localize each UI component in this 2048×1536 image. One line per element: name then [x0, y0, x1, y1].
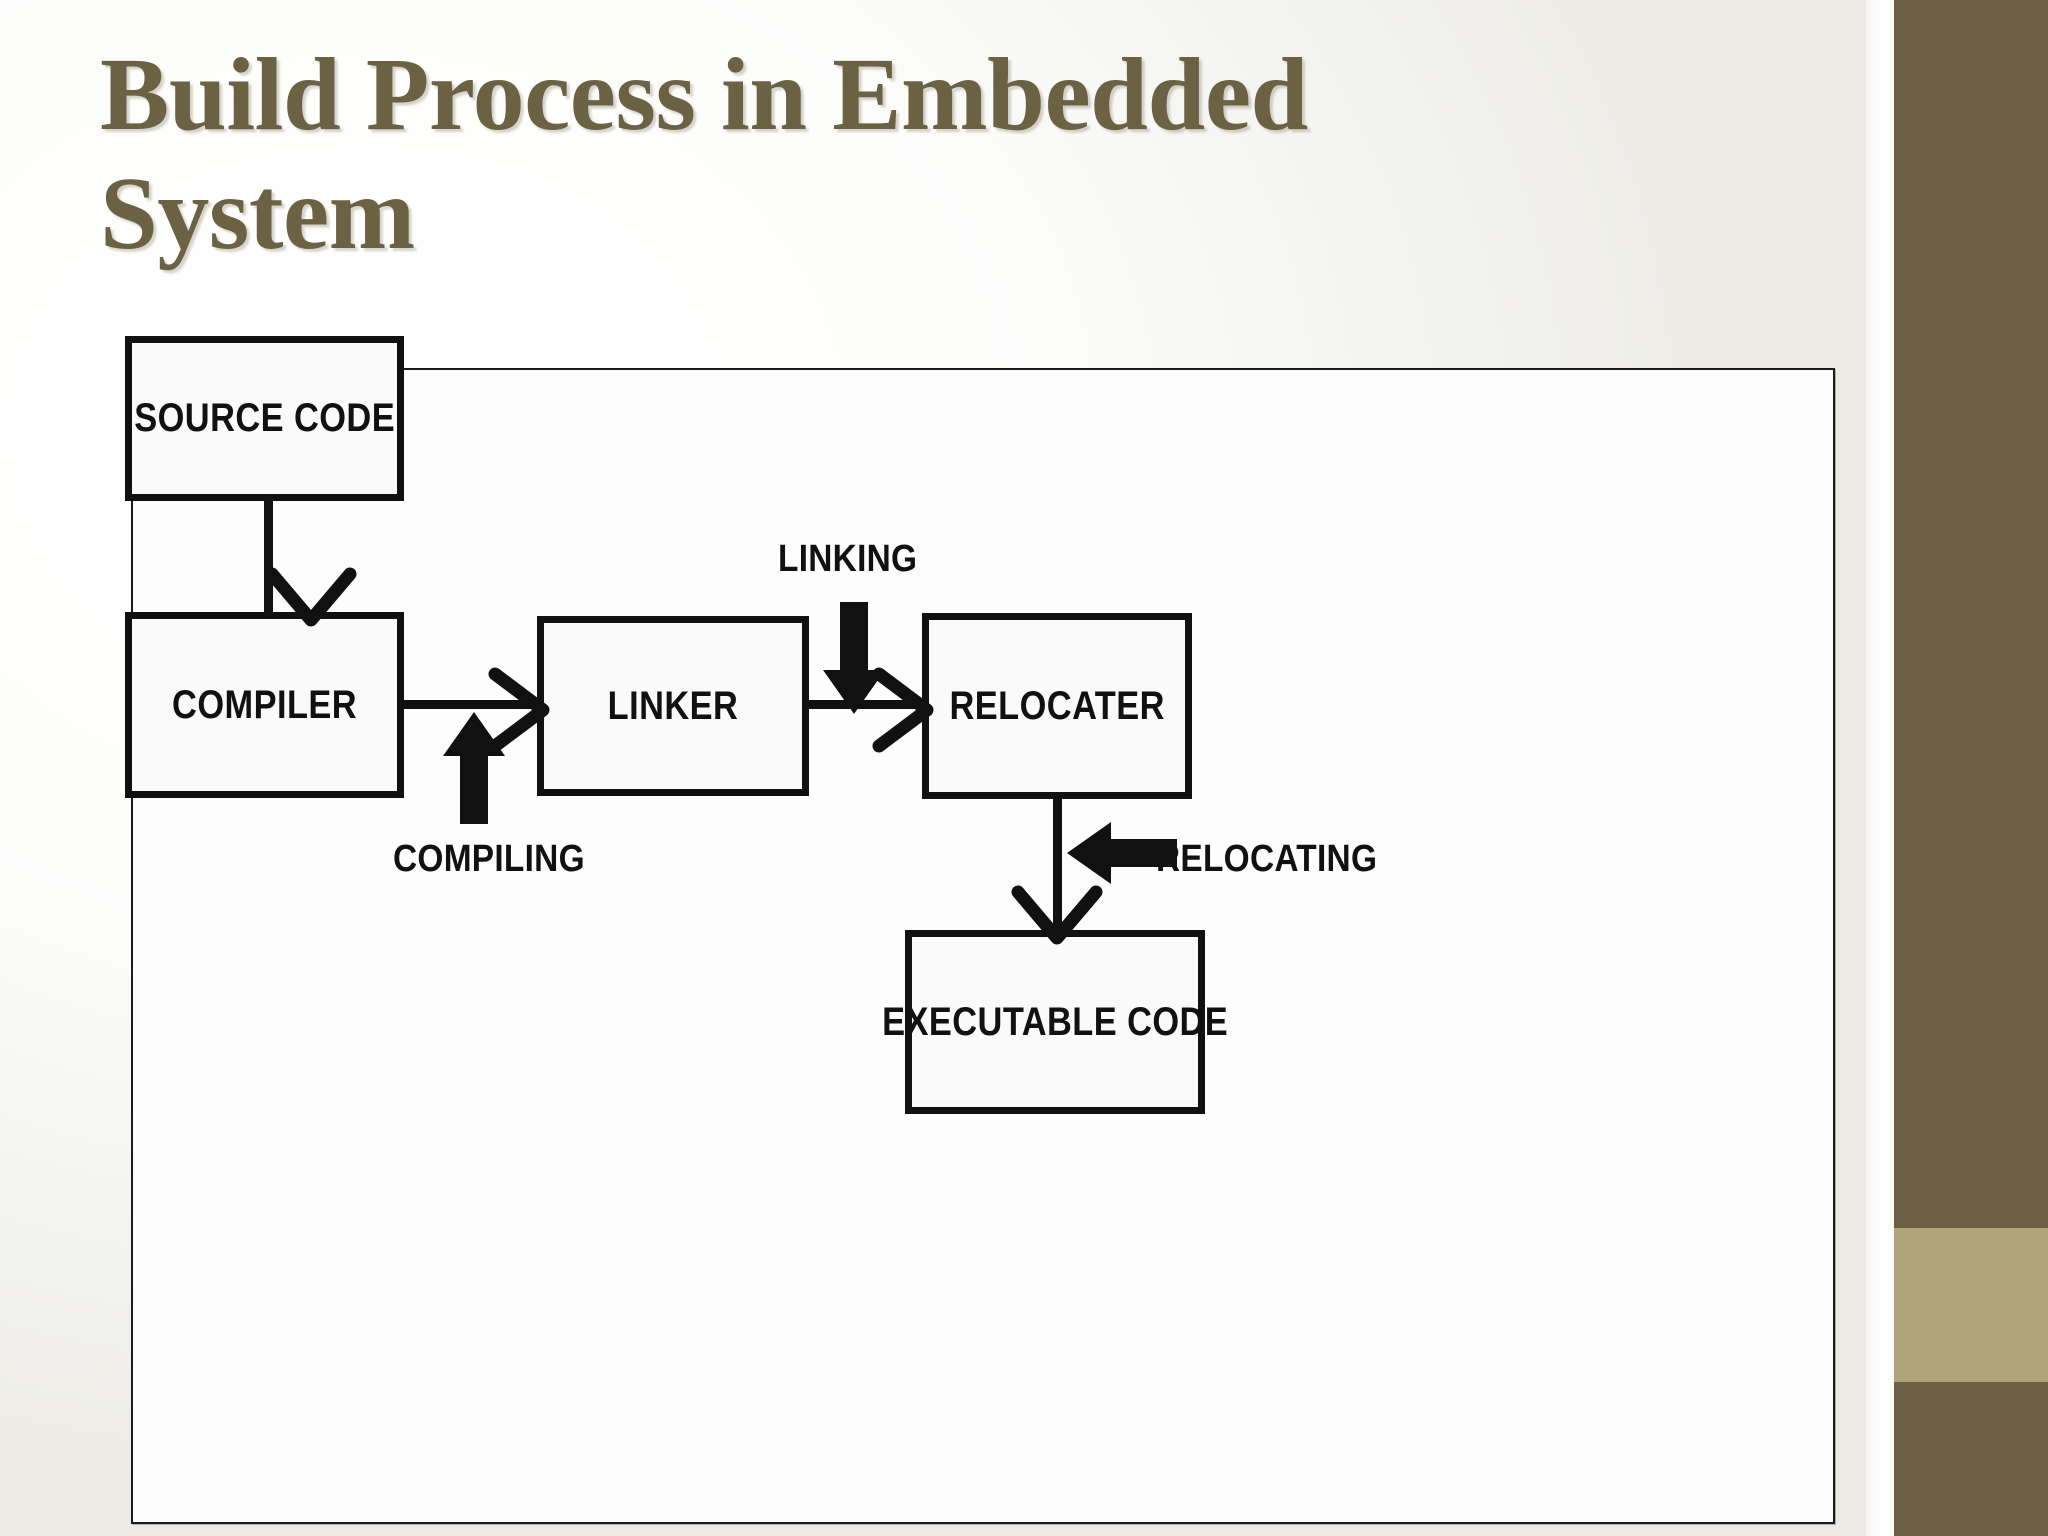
- node-linker: LINKER: [537, 616, 809, 796]
- node-source-code-label: SOURCE CODE: [134, 396, 395, 440]
- connector-source-to-compiler: [264, 501, 273, 614]
- node-source-code: SOURCE CODE: [125, 336, 404, 501]
- connector-relocater-to-executable: [1053, 794, 1062, 936]
- diagram-canvas: SOURCE CODE COMPILER LINKER RELOCATER EX…: [125, 336, 1833, 1522]
- node-relocater: RELOCATER: [922, 613, 1192, 799]
- slide-sidebar: [1894, 0, 2048, 1536]
- block-arrow-up-compiling-icon: [443, 712, 505, 824]
- process-label-compiling: COMPILING: [393, 838, 585, 880]
- node-relocater-label: RELOCATER: [949, 683, 1165, 728]
- block-arrow-down-linking-icon: [823, 602, 885, 714]
- block-arrow-left-relocating-icon: [1067, 822, 1177, 884]
- connector-compiler-to-linker: [401, 700, 544, 709]
- page-title: Build Process in Embedded System: [100, 37, 1308, 271]
- node-compiler-label: COMPILER: [171, 682, 358, 727]
- build-process-diagram: SOURCE CODE COMPILER LINKER RELOCATER EX…: [125, 336, 1835, 1524]
- process-label-linking: LINKING: [778, 538, 918, 580]
- connector-linker-to-relocater: [807, 700, 929, 709]
- node-compiler: COMPILER: [125, 612, 404, 798]
- node-executable-code-label: EXECUTABLE CODE: [881, 999, 1229, 1044]
- sidebar-accent-band: [1894, 1228, 2048, 1382]
- node-linker-label: LINKER: [607, 683, 739, 728]
- sidebar-gutter: [1866, 0, 1894, 1536]
- process-label-relocating: RELOCATING: [1156, 838, 1378, 880]
- node-executable-code: EXECUTABLE CODE: [882, 930, 1228, 1114]
